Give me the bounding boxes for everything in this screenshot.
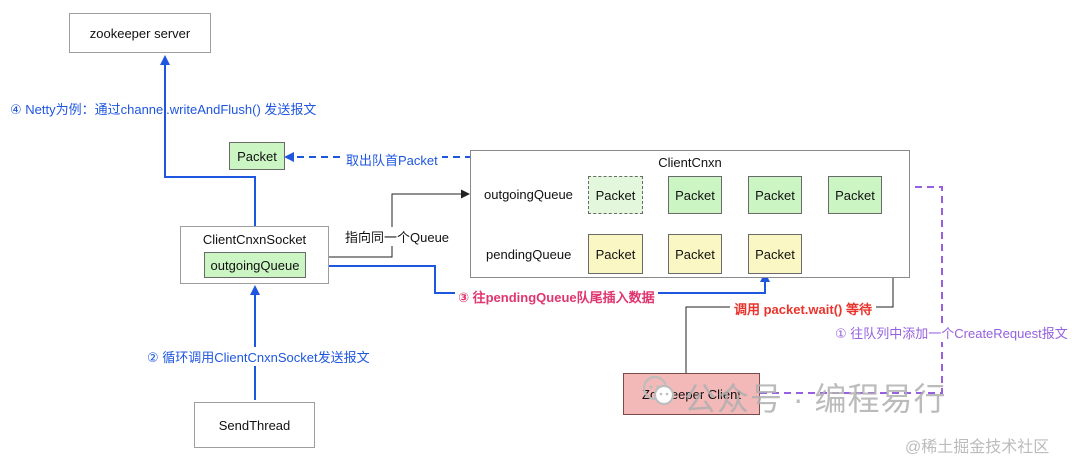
step4-label: ④ Netty为例：通过channel.writeAndFlush() 发送报文: [10, 102, 317, 117]
outgoing-packet-2: Packet: [668, 176, 722, 214]
zookeeper-server-node: zookeeper server: [69, 13, 211, 53]
pending-packet-2: Packet: [668, 234, 722, 274]
outgoing-packet-3: Packet: [748, 176, 802, 214]
outgoing-packet-1: Packet: [588, 176, 643, 214]
socket-outgoing-queue-node: outgoingQueue: [204, 252, 306, 278]
client-cnxn-container: ClientCnxn: [470, 150, 910, 278]
pending-packet-1: Packet: [588, 234, 643, 274]
step3-label: ③ 往pendingQueue队尾插入数据: [455, 287, 658, 306]
step1-label: ① 往队列中添加一个CreateRequest报文: [832, 323, 1071, 342]
taken-packet-node: Packet: [229, 142, 285, 170]
watermark-logo-icon: [641, 373, 677, 409]
outgoing-queue-label: outgoingQueue: [484, 187, 573, 202]
take-head-label: 取出队首Packet: [342, 150, 442, 169]
arrow-step1: [760, 182, 943, 394]
same-queue-label: 指向同一个Queue: [343, 227, 452, 246]
watermark-site: @稀土掘金技术社区: [905, 439, 1050, 456]
step2-label: ② 循环调用ClientCnxnSocket发送报文: [144, 347, 373, 366]
client-cnxn-title: ClientCnxn: [658, 155, 722, 170]
outgoing-packet-4: Packet: [828, 176, 882, 214]
arrow-step3: [306, 265, 770, 294]
send-thread-node: SendThread: [194, 402, 315, 448]
client-cnxn-socket-title: ClientCnxnSocket: [202, 232, 307, 247]
arrow-step4: [160, 55, 256, 226]
watermark-account: 公众号 · 编程易行: [684, 381, 947, 417]
pending-packet-3: Packet: [748, 234, 802, 274]
pending-queue-label: pendingQueue: [486, 247, 572, 262]
arrow-same-queue: [306, 189, 470, 258]
call-wait-label: 调用 packet.wait() 等待: [730, 299, 876, 318]
